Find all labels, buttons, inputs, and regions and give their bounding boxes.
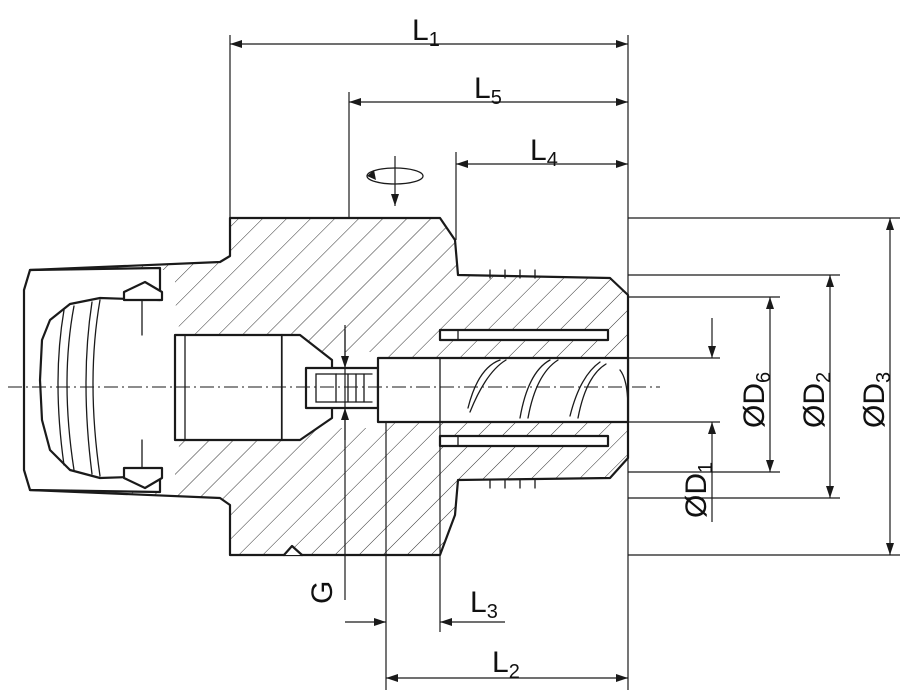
dim-label-l5: L5: [474, 72, 502, 109]
dim-label-d3: ØD3: [858, 372, 895, 428]
notch: [282, 544, 304, 557]
dimension-lines: [230, 40, 894, 682]
extension-lines: [229, 35, 900, 690]
dim-label-d1: ØD1: [680, 462, 717, 518]
body-section: [30, 218, 628, 555]
nose-section: [22, 266, 164, 494]
dim-label-g: G: [306, 581, 339, 604]
dim-label-l2: L2: [492, 646, 520, 683]
dim-label-l1: L1: [412, 14, 440, 51]
knurl-marks: [489, 269, 536, 489]
shrink-bore: [376, 328, 630, 448]
dim-label-d6: ØD6: [738, 372, 775, 428]
dim-label-d2: ØD2: [798, 372, 835, 428]
dim-label-l3: L3: [470, 586, 498, 623]
rotation-direction-icon: [366, 156, 424, 206]
dim-label-l4: L4: [530, 134, 558, 171]
set-screw: [304, 366, 380, 410]
